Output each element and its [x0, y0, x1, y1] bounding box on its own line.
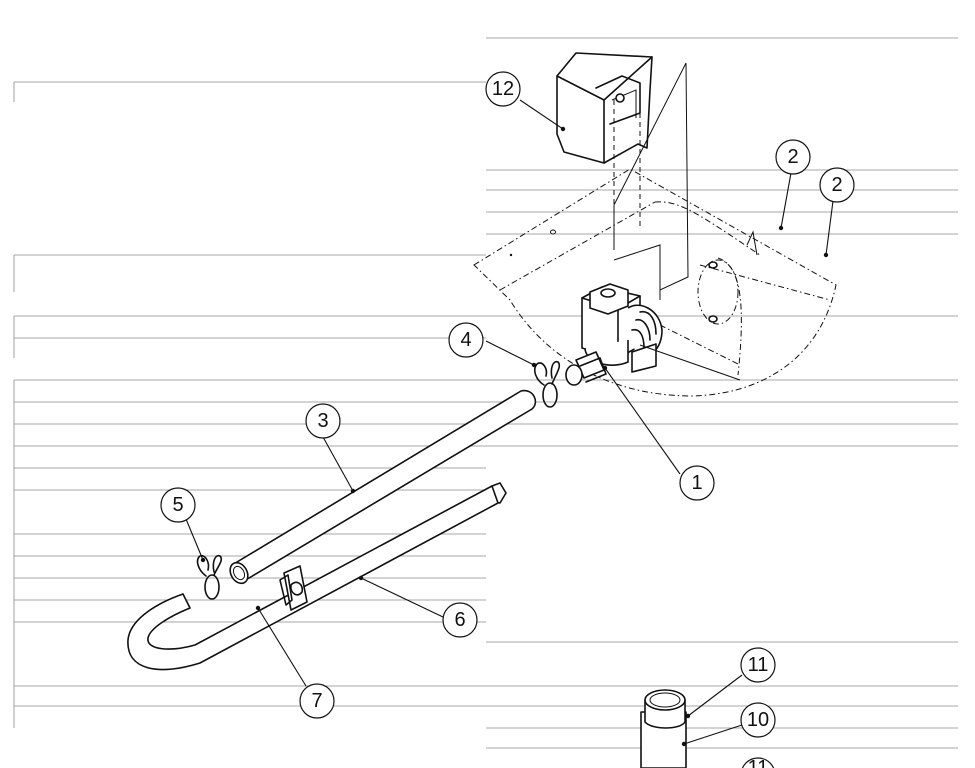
callout-6-label: 6 [454, 609, 465, 631]
part-5-hose-clip [196, 554, 223, 600]
part-6-drain-pipe [127, 482, 507, 671]
callout-10: 10 [740, 702, 776, 738]
callout-11-lower-label: 11 [748, 757, 769, 768]
hopper-outline [473, 168, 837, 397]
callout-6: 6 [442, 602, 478, 638]
callout-5-label: 5 [172, 494, 183, 516]
part-12-cover [556, 52, 653, 250]
callout-7: 7 [299, 683, 335, 719]
callout-12: 12 [485, 71, 521, 107]
callout-11-lower: 11 [741, 757, 775, 768]
part-4-hose-clip [534, 360, 561, 408]
callout-5: 5 [160, 487, 196, 523]
callout-11-upper-label: 11 [748, 654, 769, 676]
callout-2-lower: 2 [819, 167, 855, 203]
leader-lines [185, 99, 834, 747]
part-7-bracket [279, 565, 308, 611]
background-rules [13, 37, 958, 749]
callout-7-label: 7 [311, 690, 322, 712]
callout-11-upper: 11 [740, 647, 776, 683]
callout-10-label: 10 [747, 709, 769, 731]
callout-2-upper-label: 2 [787, 146, 798, 168]
part-10-11-fitting [640, 689, 687, 768]
callout-1-label: 1 [691, 472, 702, 494]
part-1-solenoid-valve [565, 283, 741, 386]
callout-12-label: 12 [492, 78, 514, 100]
callout-2-lower-label: 2 [831, 174, 842, 196]
callout-4: 4 [448, 322, 484, 358]
mounting-plate [613, 62, 689, 300]
callout-4-label: 4 [460, 329, 471, 351]
callout-2-upper: 2 [775, 139, 811, 175]
part-3-hose [229, 389, 537, 585]
callout-3-label: 3 [317, 410, 328, 432]
callout-3: 3 [305, 403, 341, 439]
callout-1: 1 [679, 465, 715, 501]
